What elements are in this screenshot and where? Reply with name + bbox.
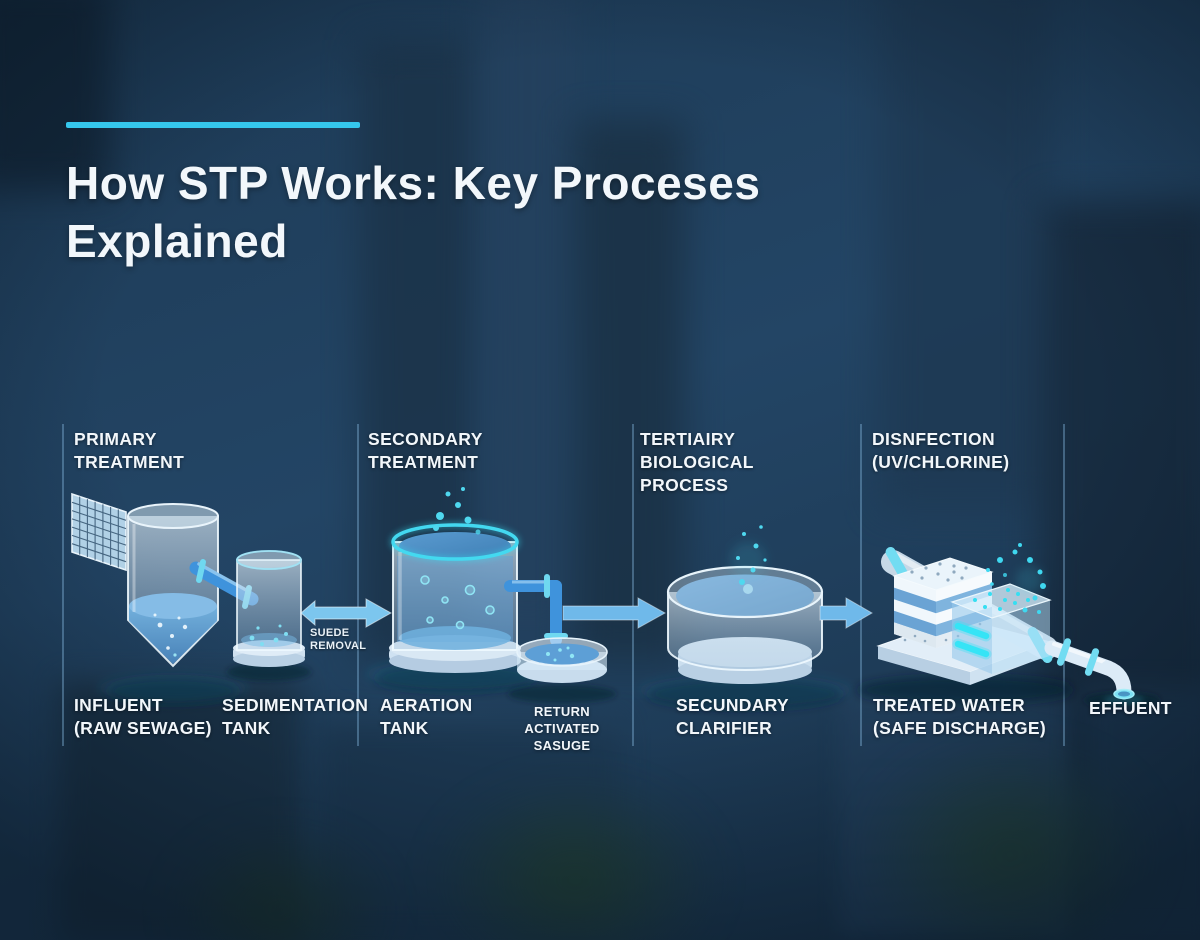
label-sedimentation: SEDIMENTATION TANK — [222, 695, 369, 738]
clarifier-bubbles — [736, 525, 767, 594]
influent-solids — [153, 613, 188, 657]
label-effluent: EFFUENT — [1089, 698, 1172, 718]
stage-header-secondary: SECONDARY TREATMENT — [368, 429, 483, 472]
label-suede-removal: SUEDE REMOVAL — [310, 627, 367, 652]
aeration-tank-icon — [389, 487, 521, 673]
dish-bubbles — [546, 646, 575, 662]
aeration-surface-bubbles — [433, 487, 481, 535]
return-sludge-pipe-icon — [504, 574, 568, 646]
label-return-activated: RETURN ACTIVATED SASUGE — [524, 704, 600, 753]
aeration-bubbles — [420, 575, 495, 630]
section-divider — [357, 424, 359, 746]
sedimentation-tank-icon — [233, 550, 305, 667]
return-sludge-dish-icon — [516, 637, 608, 683]
label-clarifier: SECUNDARY CLARIFIER — [676, 695, 789, 738]
uv-box-dots — [973, 588, 1030, 611]
secondary-clarifier-icon — [666, 525, 824, 684]
stage-header-disinfection: DISNFECTION (UV/CHLORINE) — [872, 429, 1010, 472]
bar-screen-icon — [71, 492, 127, 572]
section-divider — [860, 424, 862, 746]
section-divider — [1063, 424, 1065, 746]
label-influent: INFLUENT (RAW SEWAGE) — [74, 695, 212, 738]
influent-tank-icon — [127, 503, 219, 668]
flow-arrow-to-disinfection-icon — [819, 597, 874, 629]
page-title: How STP Works: Key Proceses Explained — [66, 157, 761, 267]
stage-header-tertiary: TERTIAIRY BIOLOGICAL PROCESS — [640, 429, 754, 495]
sedimentation-bubbles — [249, 624, 288, 646]
section-divider — [62, 424, 64, 746]
sludge-removal-arrow-icon — [300, 598, 393, 628]
uv-box-icon — [950, 583, 1052, 674]
flow-arrow-to-clarifier-icon — [562, 597, 667, 629]
disinfection-particles — [986, 543, 1046, 614]
section-divider — [632, 424, 634, 746]
effluent-pipe-icon — [1044, 638, 1144, 705]
stage-header-primary: PRIMARY TREATMENT — [74, 429, 185, 472]
disinfection-unit-icon — [876, 543, 1058, 685]
title-accent-line — [66, 122, 360, 128]
label-aeration: AERATION TANK — [380, 695, 473, 738]
label-treated-water: TREATED WATER (SAFE DISCHARGE) — [873, 695, 1046, 738]
title-block: How STP Works: Key Proceses Explained — [66, 122, 760, 270]
